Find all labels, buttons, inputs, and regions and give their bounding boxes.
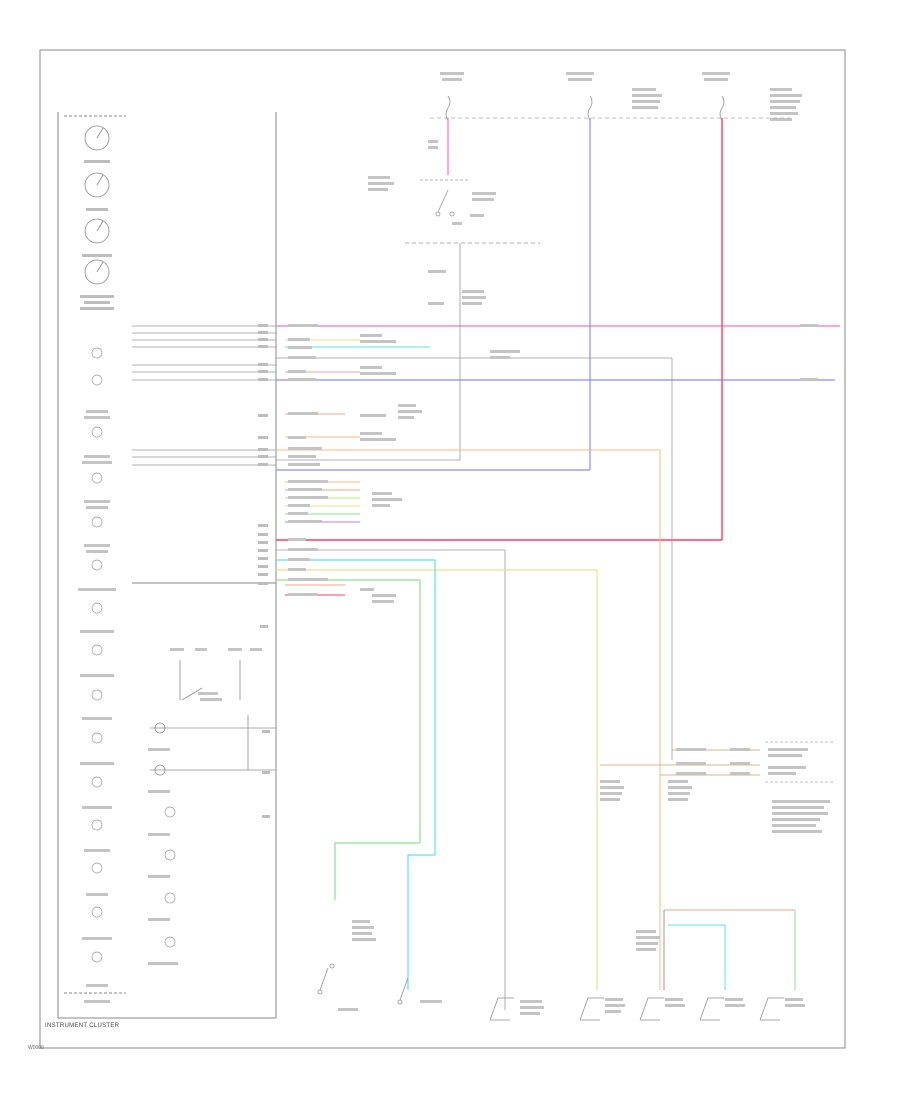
- fuse-icon: [445, 95, 725, 121]
- lamp-captions: [78, 410, 116, 1003]
- wire-gray: [276, 243, 673, 1010]
- diagram-frame: [39, 49, 846, 1049]
- sensor-labels: [338, 780, 805, 1015]
- wire-yellow: [276, 569, 598, 990]
- ignition-labels: [368, 140, 496, 305]
- wire-pink: [276, 118, 840, 327]
- figure-id: W0000: [28, 1045, 44, 1051]
- wire-violet: [276, 118, 835, 471]
- bulb-icon: [164, 806, 176, 948]
- gauge-captions: [80, 160, 114, 310]
- gauge-icon: [84, 125, 110, 285]
- connector-labels: [288, 324, 818, 603]
- instrument-cluster-box: [57, 112, 277, 1019]
- wire-green: [276, 579, 421, 900]
- wire-cyan: [276, 559, 436, 990]
- cluster-wires: [132, 325, 276, 466]
- connector-pins: [258, 324, 270, 818]
- transmission-range-sensor: [676, 741, 835, 833]
- wire-orange: [276, 449, 661, 990]
- ignition-switch: [405, 179, 540, 244]
- sensor-wires: [663, 909, 796, 990]
- indicator-lamp-icon: [91, 347, 103, 963]
- wire-red: [276, 118, 723, 541]
- lower-left-circuit: [150, 660, 276, 776]
- power-supply-labels: [440, 72, 802, 121]
- bottom-switches: [317, 963, 784, 1021]
- cluster-label: INSTRUMENT CLUSTER: [45, 1023, 120, 1029]
- lower-left-labels: [148, 648, 262, 965]
